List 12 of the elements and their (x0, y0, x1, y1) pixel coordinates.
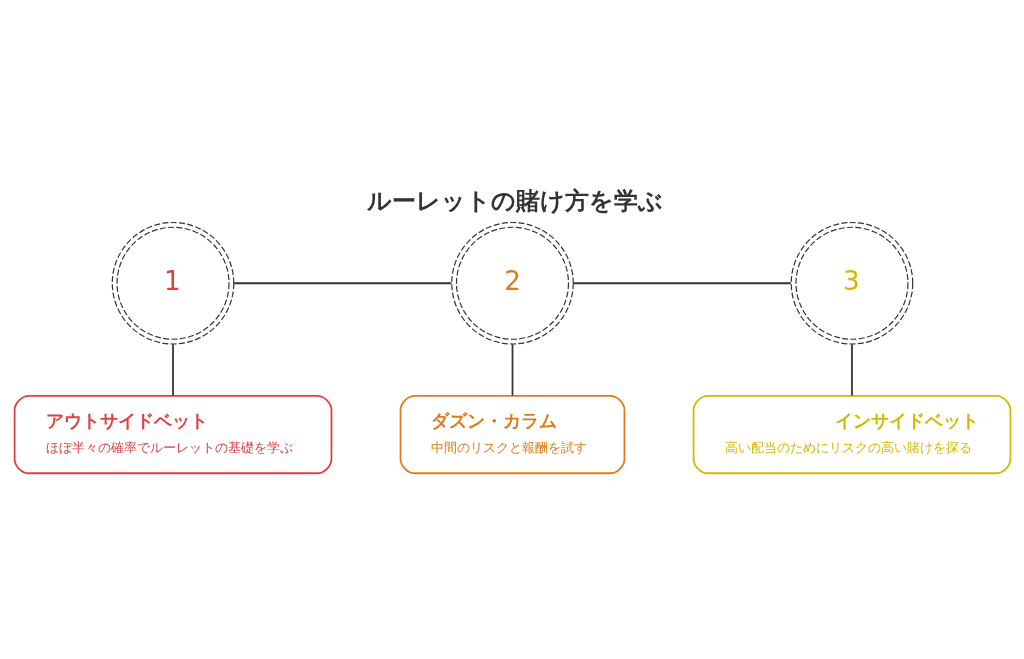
node-circle: 2 (450, 221, 574, 345)
connector (572, 281, 792, 284)
node-circle: 3 (790, 221, 913, 345)
connector (171, 342, 174, 396)
node-box: ダズン・カラム 中間のリスクと報酬を試す (399, 394, 625, 474)
connector (511, 342, 513, 396)
node-box: インサイドベット 高い配当のためにリスクの高い賭けを探る (692, 394, 1011, 474)
connector (850, 342, 853, 396)
diagram-title: ルーレットの賭け方を学ぶ (366, 186, 663, 215)
node-circle: 1 (111, 221, 234, 345)
connector (232, 281, 452, 284)
node-box: アウトサイドベット ほぼ半々の確率でルーレットの基礎を学ぶ (13, 394, 332, 474)
